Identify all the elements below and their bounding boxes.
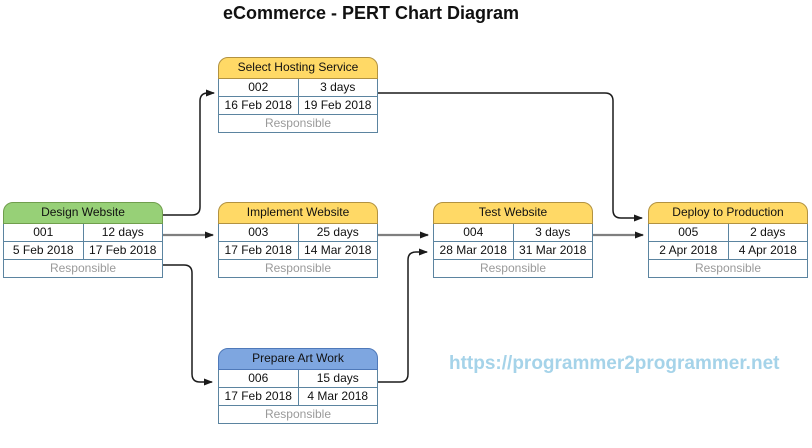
task-duration: 3 days [512, 224, 593, 241]
task-header: Deploy to Production [648, 202, 808, 224]
task-card-prepare-art-work: Prepare Art Work 006 15 days 17 Feb 2018… [218, 348, 378, 424]
task-dates-row: 28 Mar 2018 31 Mar 2018 [433, 242, 593, 260]
task-id: 002 [248, 80, 269, 94]
task-id-duration-row: 005 2 days [648, 224, 808, 242]
task-header: Design Website [3, 202, 163, 224]
task-card-implement-website: Implement Website 003 25 days 17 Feb 201… [218, 202, 378, 278]
task-dates-row: 17 Feb 2018 14 Mar 2018 [218, 242, 378, 260]
task-responsible: Responsible [3, 260, 163, 278]
task-id: 004 [463, 225, 484, 239]
task-header: Prepare Art Work [218, 348, 378, 370]
task-start-date: 16 Feb 2018 [224, 98, 292, 112]
task-dates-row: 17 Feb 2018 4 Mar 2018 [218, 388, 378, 406]
task-responsible: Responsible [648, 260, 808, 278]
task-card-select-hosting-service: Select Hosting Service 002 3 days 16 Feb… [218, 57, 378, 133]
task-id: 006 [248, 371, 269, 385]
task-dates-row: 16 Feb 2018 19 Feb 2018 [218, 97, 378, 115]
task-duration: 15 days [297, 370, 378, 387]
task-id-duration-row: 001 12 days [3, 224, 163, 242]
task-end-date: 19 Feb 2018 [297, 97, 378, 114]
task-id-duration-row: 003 25 days [218, 224, 378, 242]
task-id: 001 [33, 225, 54, 239]
task-card-design-website: Design Website 001 12 days 5 Feb 2018 17… [3, 202, 163, 278]
task-end-date: 4 Mar 2018 [297, 388, 378, 405]
task-start-date: 2 Apr 2018 [659, 243, 718, 257]
task-responsible: Responsible [218, 115, 378, 133]
connector-design-to-select-hosting [163, 89, 215, 216]
task-duration: 2 days [727, 224, 808, 241]
task-header: Implement Website [218, 202, 378, 224]
task-id-duration-row: 002 3 days [218, 79, 378, 97]
task-card-deploy-to-production: Deploy to Production 005 2 days 2 Apr 20… [648, 202, 808, 278]
task-duration: 3 days [297, 79, 378, 96]
task-id: 003 [248, 225, 269, 239]
task-responsible: Responsible [218, 260, 378, 278]
diagram-title: eCommerce - PERT Chart Diagram [222, 3, 520, 23]
task-end-date: 17 Feb 2018 [82, 242, 163, 259]
task-dates-row: 5 Feb 2018 17 Feb 2018 [3, 242, 163, 260]
task-responsible: Responsible [433, 260, 593, 278]
task-start-date: 17 Feb 2018 [224, 389, 292, 403]
task-end-date: 14 Mar 2018 [297, 242, 378, 259]
task-id-duration-row: 006 15 days [218, 370, 378, 388]
task-end-date: 31 Mar 2018 [512, 242, 593, 259]
connector-prepare-art-to-test [378, 248, 428, 383]
task-responsible: Responsible [218, 406, 378, 424]
connector-design-to-prepare-art [163, 264, 213, 386]
task-id: 005 [678, 225, 699, 239]
task-start-date: 5 Feb 2018 [12, 243, 74, 257]
task-end-date: 4 Apr 2018 [727, 242, 808, 259]
task-header: Test Website [433, 202, 593, 224]
connector-select-hosting-to-deploy [378, 92, 643, 222]
task-card-test-website: Test Website 004 3 days 28 Mar 2018 31 M… [433, 202, 593, 278]
watermark-url: https://programmer2programmer.net [449, 353, 780, 374]
task-duration: 25 days [297, 224, 378, 241]
task-header: Select Hosting Service [218, 57, 378, 79]
task-dates-row: 2 Apr 2018 4 Apr 2018 [648, 242, 808, 260]
task-start-date: 17 Feb 2018 [224, 243, 292, 257]
task-start-date: 28 Mar 2018 [439, 243, 507, 257]
task-duration: 12 days [82, 224, 163, 241]
task-id-duration-row: 004 3 days [433, 224, 593, 242]
